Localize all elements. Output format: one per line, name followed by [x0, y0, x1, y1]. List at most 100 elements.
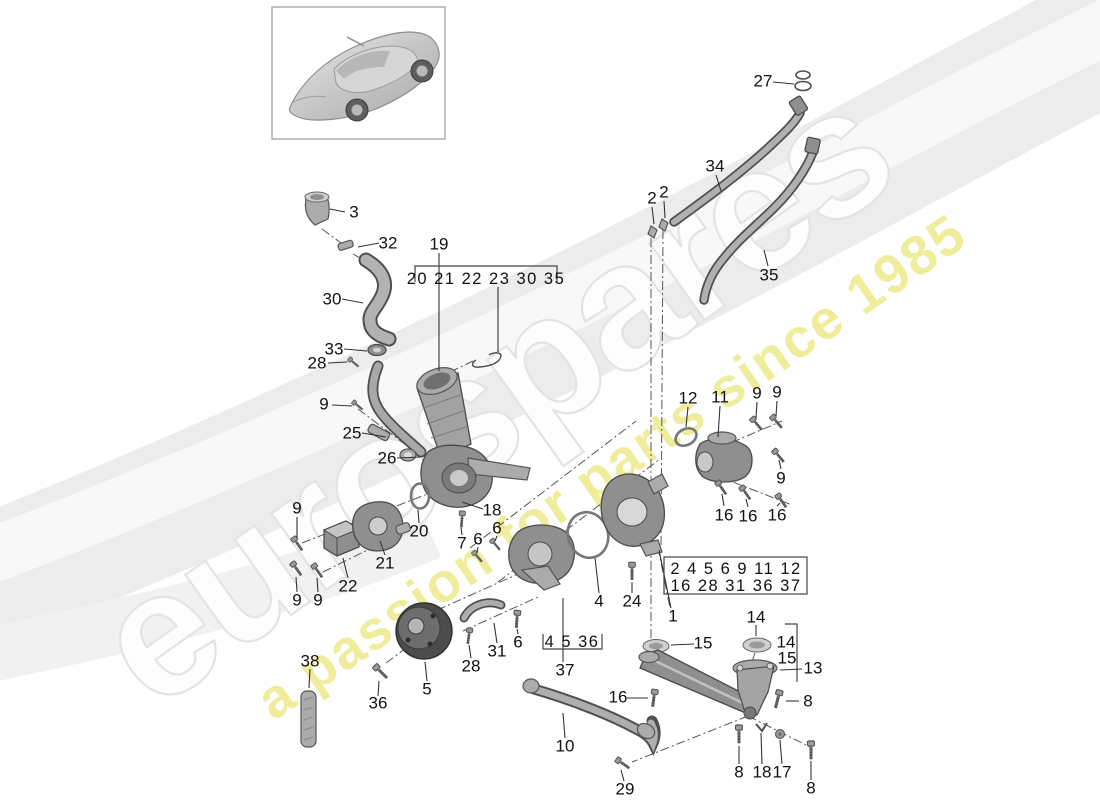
part-callout-35: 35 — [760, 266, 779, 285]
part-callout-15: 15 — [778, 649, 797, 668]
group-box-a-border — [414, 265, 558, 282]
part-callout-20: 20 — [410, 522, 429, 541]
bolt-icon — [769, 446, 788, 466]
part-25-vent-pipe — [367, 360, 427, 458]
part-callout-24: 24 — [623, 592, 642, 611]
part-30-hose — [358, 252, 397, 347]
part-23-wire-clip — [471, 352, 502, 368]
group-box-c-numbers: 4 5 36 — [545, 633, 600, 651]
part-callout-33: 33 — [325, 340, 344, 359]
part-35-coolant-pipe — [699, 136, 821, 305]
part-shapes — [288, 70, 821, 772]
part-callout-3: 3 — [349, 203, 358, 222]
part-34-coolant-pipe — [669, 95, 809, 227]
bolt-icon — [747, 414, 766, 434]
part-31-strap — [459, 598, 506, 623]
part-callout-8: 8 — [734, 763, 743, 782]
part-callout-29: 29 — [616, 780, 635, 799]
axis-line — [469, 420, 637, 549]
part-callout-2: 2 — [659, 183, 668, 202]
part-callout-21: 21 — [376, 554, 395, 573]
part-callout-37: 37 — [556, 661, 575, 680]
part-callout-8: 8 — [803, 692, 812, 711]
part-callout-9: 9 — [319, 395, 328, 414]
bolt-icon — [767, 412, 786, 432]
part-11-thermostat-housing — [695, 431, 753, 483]
part-callout-27: 27 — [754, 72, 773, 91]
part-callout-18: 18 — [753, 763, 772, 782]
part-callout-9: 9 — [752, 384, 761, 403]
part-callout-8: 8 — [806, 779, 815, 798]
bolt-icon — [737, 483, 754, 503]
group-box-b-numbers-row2: 16 28 31 36 37 — [670, 577, 801, 595]
part-12-o-ring — [674, 426, 698, 448]
part-callout-30: 30 — [323, 290, 342, 309]
bolt-icon — [734, 723, 744, 745]
part-2-clips — [647, 218, 669, 239]
part-33-grommet — [367, 343, 387, 357]
part-callout-16: 16 — [768, 506, 787, 525]
part-callout-16: 16 — [609, 688, 628, 707]
part-callout-12: 12 — [679, 389, 698, 408]
part-20-o-ring — [409, 482, 431, 510]
part-27-sealing-rings — [794, 70, 812, 92]
part-callout-9: 9 — [313, 591, 322, 610]
car-thumbnail — [271, 6, 446, 140]
part-callout-9: 9 — [292, 591, 301, 610]
part-callout-7: 7 — [457, 534, 466, 553]
part-callout-16: 16 — [739, 507, 758, 526]
part-callout-18: 18 — [483, 501, 502, 520]
part-callout-5: 5 — [422, 680, 431, 699]
group-box-b-border — [663, 556, 808, 595]
car-illustration — [288, 31, 440, 122]
part-callout-25: 25 — [343, 424, 362, 443]
part-callout-1: 1 — [668, 607, 677, 626]
part-callout-13: 13 — [804, 659, 823, 678]
bolt-icon — [370, 661, 391, 682]
part-callout-9: 9 — [776, 469, 785, 488]
nut-icon — [775, 729, 785, 739]
group-reference-boxes: 20 21 22 23 30 35 2 4 5 6 9 11 12 16 28 … — [407, 265, 808, 682]
part-1-housing — [600, 473, 669, 557]
part-callout-36: 36 — [369, 694, 388, 713]
part-callout-38: 38 — [301, 652, 320, 671]
part-callout-26: 26 — [378, 449, 397, 468]
part-callout-10: 10 — [556, 737, 575, 756]
part-callout-14: 14 — [747, 608, 766, 627]
part-callout-22: 22 — [339, 577, 358, 596]
part-callout-15: 15 — [694, 634, 713, 653]
part-14-gasket — [742, 637, 772, 653]
part-callout-32: 32 — [379, 234, 398, 253]
part-callout-28: 28 — [308, 354, 327, 373]
part-callout-16: 16 — [715, 506, 734, 525]
part-5-pulley — [395, 602, 453, 660]
axis-line — [631, 715, 749, 763]
swoosh-highlight — [0, 0, 1100, 582]
part-callout-6: 6 — [492, 519, 501, 538]
bolt-icon — [511, 608, 523, 630]
part-callout-2: 2 — [647, 189, 656, 208]
fastener-icons — [288, 355, 816, 772]
part-callout-14: 14 — [777, 633, 796, 652]
part-callout-17: 17 — [773, 763, 792, 782]
bolt-icon — [647, 687, 660, 709]
bolt-icon — [627, 560, 637, 582]
axis-line — [657, 546, 671, 609]
part-callout-34: 34 — [706, 157, 725, 176]
part-22-thermostat — [322, 520, 361, 557]
group-box-c-border — [542, 634, 603, 650]
swoosh-lower — [0, 506, 441, 681]
part-3-filler-neck — [304, 191, 330, 226]
bolt-icon — [613, 755, 633, 772]
group-box-a-numbers: 20 21 22 23 30 35 — [407, 270, 566, 288]
axis-line — [462, 596, 539, 632]
bolt-icon — [806, 739, 816, 761]
group-box-b-numbers-row1: 2 4 5 6 9 11 12 — [670, 560, 801, 578]
part-10-water-pipe — [522, 678, 661, 757]
part-callout-9: 9 — [292, 499, 301, 518]
part-callout-19: 19 — [430, 235, 449, 254]
leader-lines — [295, 81, 812, 782]
